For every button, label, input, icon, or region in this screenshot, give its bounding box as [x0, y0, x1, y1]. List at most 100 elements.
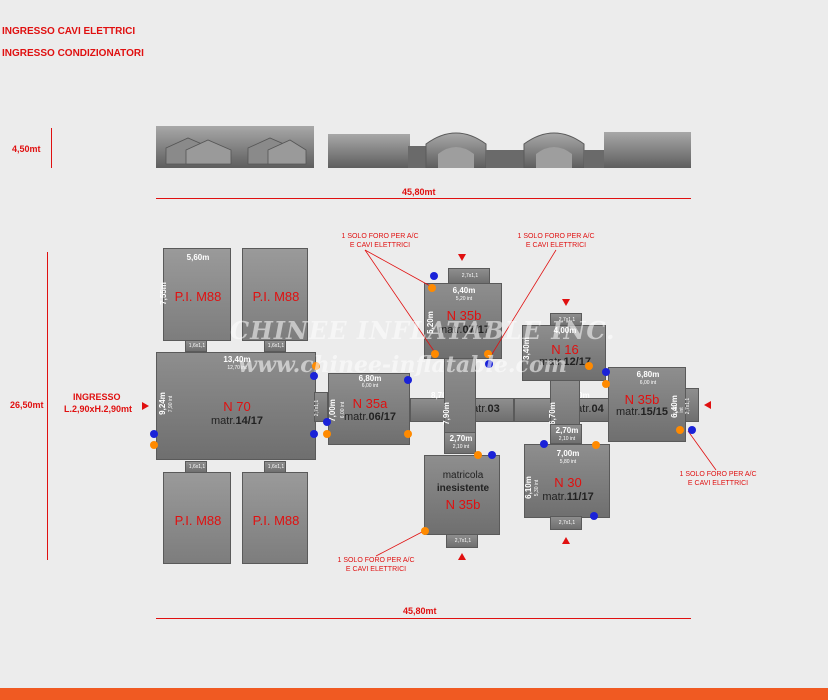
- n35b-top-entry-arrow-icon: [458, 254, 466, 261]
- n30-door-label: 2,7x1,1: [558, 520, 576, 526]
- cable-dot: [485, 360, 493, 368]
- pi-door-label: 1,6x1,1: [267, 343, 285, 349]
- n16-matr-prefix: matr.: [539, 356, 564, 368]
- note-top-right-line2: E CAVI ELETTRICI: [525, 242, 587, 249]
- n35b-right-entry-arrow-icon: [704, 401, 711, 409]
- ac-dot: [585, 362, 593, 370]
- n35b-right-door: 2,7x1,1: [685, 388, 699, 422]
- note-bottom-line1: 1 SOLO FORO PER A/C: [337, 557, 415, 564]
- note-top-left-line1: 1 SOLO FORO PER A/C: [341, 233, 419, 240]
- n35a-name: N 35a: [352, 396, 388, 411]
- module-n35b-bottom: matricola inesistente N 35b: [424, 455, 500, 535]
- ac-dot: [484, 350, 492, 358]
- n16-entry-arrow-icon: [562, 299, 570, 306]
- entrance-size: L.2,90xH.2,90mt: [64, 404, 133, 414]
- n70-matr-prefix: matr.: [211, 415, 236, 427]
- legend-cables: INGRESSO CAVI ELETTRICI: [2, 26, 136, 37]
- ac-dot: [323, 430, 331, 438]
- cable-dot: [323, 418, 331, 426]
- elevation-width-label: 45,80mt: [402, 187, 436, 197]
- cable-dot: [310, 430, 318, 438]
- module-n30: 7,00m 5,80 int 6,10m 5,30 int N 30 matr.…: [524, 444, 610, 518]
- cable-dot: [150, 430, 158, 438]
- n35b-right-matr-value: 15/15: [640, 406, 668, 418]
- pi-module-top-right: P.I. M88: [242, 248, 308, 341]
- ac-dot: [431, 350, 439, 358]
- module-n35b-top: 6,40m 5,20 int 5,20m N 35b matr.07/17: [424, 283, 502, 359]
- n16-door-label: 2,7x1,1: [558, 317, 576, 323]
- n30-matr-value: 11/17: [566, 491, 594, 503]
- module-n35b-right: 6,80m 6,00 int N 35b matr.15/15 6,40m 5,…: [608, 367, 686, 442]
- n35a-width-int: 6,00 int: [361, 383, 379, 389]
- n30-entry-arrow-icon: [562, 537, 570, 544]
- module-n70: 13,40m 12,70 int 9,24m 7,90 int N 70 mat…: [156, 352, 316, 460]
- n35b-bottom-line1: matricola: [442, 470, 484, 481]
- ac-dot: [474, 451, 482, 459]
- elevation-height-line: [51, 128, 52, 168]
- n35b-top-name: N 35b: [446, 308, 482, 323]
- note-right-line2: E CAVI ELETTRICI: [687, 480, 749, 487]
- ac-dot: [602, 380, 610, 388]
- pi-module-label: P.I. M88: [174, 513, 222, 528]
- n35b-bottom-door: 2,7x1,1: [446, 534, 478, 548]
- n35b-bottom-door-label: 2,7x1,1: [454, 538, 472, 544]
- n35b-right-matr: matr.15/15: [609, 406, 675, 418]
- plan-height-line: [47, 252, 48, 560]
- pi-door-label: 1,6x1,1: [188, 343, 206, 349]
- note-right-line1: 1 SOLO FORO PER A/C: [679, 471, 757, 478]
- n35b-right-width-int: 6,00 int: [639, 380, 657, 386]
- leader-line: [687, 430, 717, 471]
- n30-width-int: 5,80 int: [559, 459, 577, 465]
- note-top-right: 1 SOLO FORO PER A/C E CAVI ELETTRICI: [506, 232, 606, 250]
- n35b-top-matr-value: 07/17: [462, 324, 490, 336]
- n35b-top-width-int: 5,20 int: [455, 296, 473, 302]
- corridor-04-cross-int: 2,10 int: [558, 436, 576, 442]
- note-bottom: 1 SOLO FORO PER A/C E CAVI ELETTRICI: [326, 556, 426, 574]
- n30-door: 2,7x1,1: [550, 516, 582, 530]
- n35b-right-name: N 35b: [624, 392, 660, 407]
- corridor-03-cross-int: 2,10 int: [452, 444, 470, 450]
- ac-dot: [404, 430, 412, 438]
- pi-door-top-left: 1,6x1,1: [185, 340, 207, 352]
- note-right: 1 SOLO FORO PER A/C E CAVI ELETTRICI: [668, 470, 768, 488]
- pi-door-top-right: 1,6x1,1: [264, 340, 286, 352]
- elevation-drawing: [156, 126, 691, 169]
- cable-dot: [404, 376, 412, 384]
- module-n35a: 6,80m 6,00 int 7,00m 6,00 int N 35a matr…: [328, 373, 410, 445]
- corridor-04-link: 2,70m 2,10 int: [550, 424, 582, 444]
- note-top-left-line2: E CAVI ELETTRICI: [349, 242, 411, 249]
- pi-module-label: P.I. M88: [252, 289, 300, 304]
- elevation-view: [156, 126, 691, 169]
- n35b-top-width: 6,40m: [452, 286, 476, 295]
- note-top-right-line1: 1 SOLO FORO PER A/C: [517, 233, 595, 240]
- n35a-matr-prefix: matr.: [344, 411, 369, 423]
- cable-dot: [310, 372, 318, 380]
- ac-dot: [592, 441, 600, 449]
- entrance-label: INGRESSO: [73, 392, 121, 402]
- legend-ac: INGRESSO CONDIZIONATORI: [2, 48, 144, 59]
- corridor-04-cross-width: 2,70m: [555, 426, 579, 435]
- n16-width: 4,00m: [553, 326, 577, 335]
- n35b-bottom-entry-arrow-icon: [458, 553, 466, 560]
- n35a-matr-value: 06/17: [368, 411, 396, 423]
- leader-line: [364, 249, 437, 355]
- ac-dot: [676, 426, 684, 434]
- n16-name: N 16: [551, 342, 579, 357]
- leader-line: [364, 249, 433, 288]
- ac-dot: [150, 441, 158, 449]
- elevation-width-line: [156, 198, 691, 199]
- pi-module-bottom-right: P.I. M88: [242, 472, 308, 564]
- pi-module-width: 5,60m: [186, 253, 210, 262]
- cable-dot: [430, 272, 438, 280]
- corridor-03-link: 2,70m 2,10 int: [444, 432, 476, 454]
- n16-matr: matr.12/17: [523, 356, 607, 368]
- n35b-right-width: 6,80m: [636, 370, 660, 379]
- cable-dot: [540, 440, 548, 448]
- ac-dot: [428, 284, 436, 292]
- pi-module-label: P.I. M88: [174, 289, 222, 304]
- n35b-top-door-label: 2,7x1,1: [461, 273, 479, 279]
- n30-width: 7,00m: [556, 449, 580, 458]
- entrance-arrow-icon: [142, 402, 149, 410]
- note-bottom-line2: E CAVI ELETTRICI: [345, 566, 407, 573]
